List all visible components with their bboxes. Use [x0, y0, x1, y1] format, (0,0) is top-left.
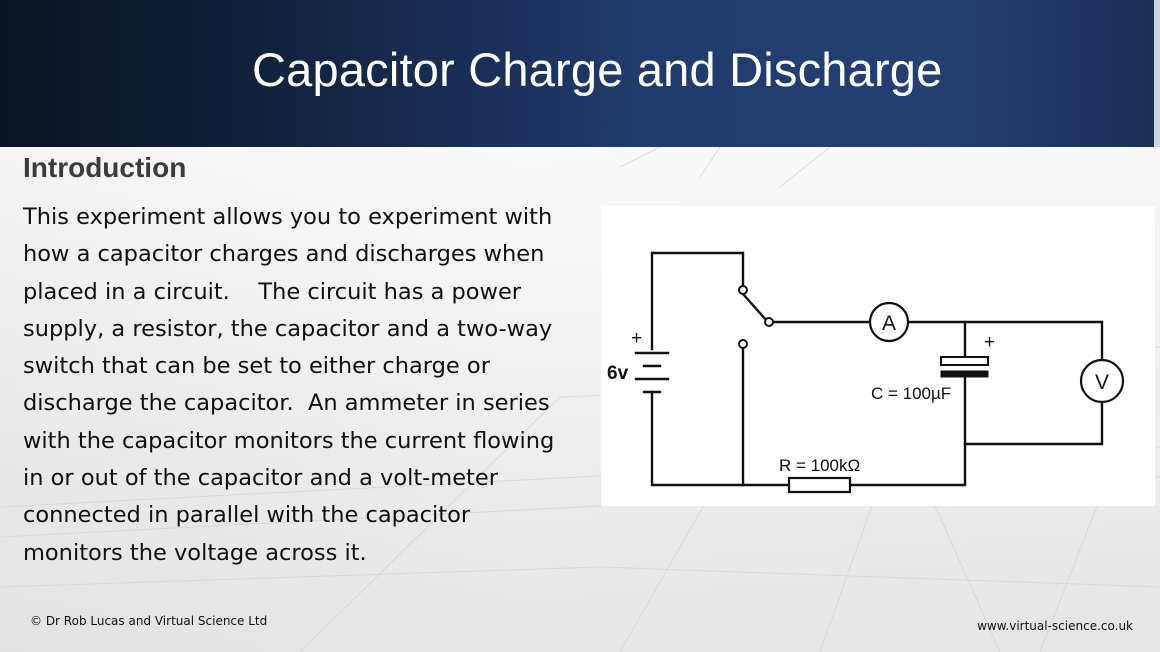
wire-ammeter-right [906, 320, 1104, 370]
slide-title: Capacitor Charge and Discharge [252, 43, 943, 96]
switch-terminal-bottom [738, 339, 748, 349]
wire-battery-bottom [650, 390, 791, 487]
switch-terminal-common [764, 317, 774, 327]
copyright-notice: © Dr Rob Lucas and Virtual Science Ltd [30, 614, 268, 628]
paragraph-line: how a capacitor charges and discharges w… [23, 241, 545, 268]
circuit-svg: A V + 6v + C = 100µF R = 100kΩ [607, 251, 1125, 494]
wire-cap-bottom [963, 374, 1104, 446]
ammeter-symbol [868, 301, 910, 343]
paragraph-line: in or out of the capacitor and a volt-me… [23, 465, 498, 492]
paragraph-line: with the capacitor monitors the current … [23, 427, 555, 454]
wire-bottom-right [848, 442, 967, 487]
voltmeter-label: V [1095, 371, 1109, 394]
intro-paragraph: This experiment allows you to experiment… [23, 199, 593, 572]
switch-terminal-top [738, 285, 748, 295]
voltmeter-symbol [1079, 358, 1125, 404]
battery-voltage-label: 6v [607, 363, 629, 384]
capacitor-plus-sign: + [984, 332, 995, 353]
switch-blade [741, 292, 769, 323]
capacitor-plate-top [940, 356, 989, 366]
title-banner: Capacitor Charge and Discharge [0, 0, 1160, 147]
paragraph-line: discharge the capacitor. An ammeter in s… [23, 390, 550, 417]
capacitor-plate-bottom [940, 370, 989, 378]
circuit-diagram: A V + 6v + C = 100µF R = 100kΩ [601, 206, 1155, 506]
paragraph-line: connected in parallel with the capacitor [23, 502, 471, 529]
section-heading: Introduction [23, 152, 187, 183]
ammeter-label: A [882, 312, 896, 335]
paragraph-line: placed in a circuit. The circuit has a p… [23, 278, 522, 305]
resistor-symbol [787, 476, 852, 494]
wire-battery-top [650, 251, 745, 351]
resistor-label: R = 100kΩ [779, 456, 860, 475]
battery-plus-sign: + [631, 328, 642, 349]
capacitor-label: C = 100µF [871, 384, 951, 403]
paragraph-line: monitors the voltage across it. [23, 539, 367, 566]
paragraph-line: This experiment allows you to experiment… [23, 204, 553, 230]
website-link[interactable]: www.virtual-science.co.uk [977, 619, 1133, 633]
paragraph-line: supply, a resistor, the capacitor and a … [23, 315, 553, 342]
paragraph-line: switch that can be set to either charge … [23, 353, 490, 380]
